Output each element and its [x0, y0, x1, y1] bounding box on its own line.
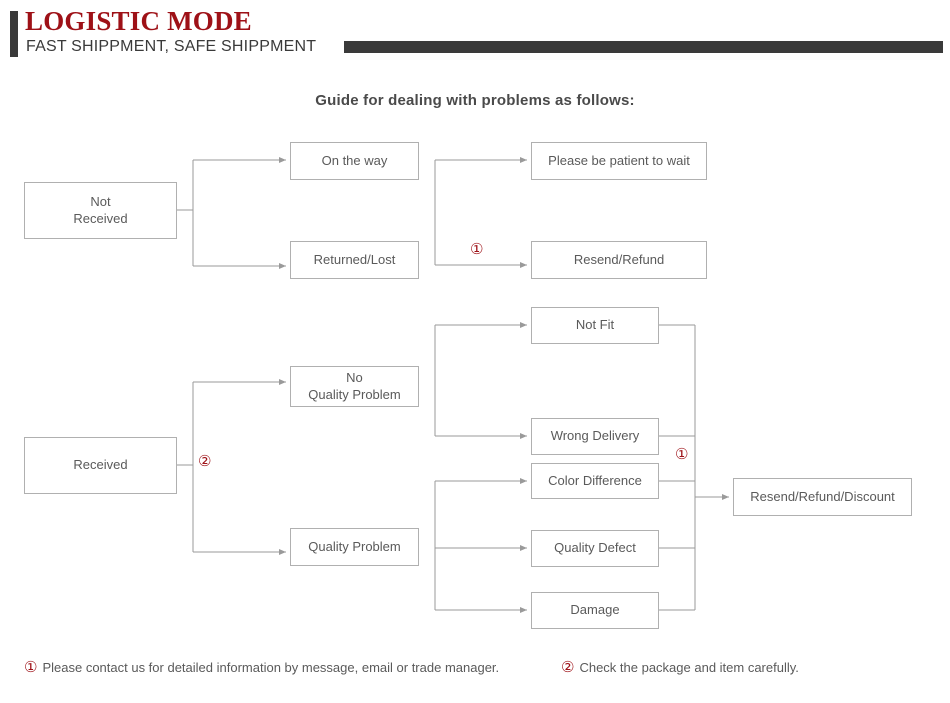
- brand-title: LOGISTIC MODE: [25, 6, 252, 36]
- node-not-received[interactable]: Not Received: [24, 182, 177, 239]
- node-resend-refund-discount[interactable]: Resend/Refund/Discount: [733, 478, 912, 516]
- node-resend-refund[interactable]: Resend/Refund: [531, 241, 707, 279]
- diagram-marker-two-left: ②: [198, 452, 212, 470]
- header-right-accent-bar: [344, 41, 943, 53]
- node-not-fit[interactable]: Not Fit: [531, 307, 659, 344]
- node-returned-lost[interactable]: Returned/Lost: [290, 241, 419, 279]
- footnote-item: ② Check the package and item carefully.: [561, 658, 799, 676]
- node-quality-problem[interactable]: Quality Problem: [290, 528, 419, 566]
- node-on-the-way[interactable]: On the way: [290, 142, 419, 180]
- footnote-marker: ②: [561, 658, 575, 676]
- node-quality-defect[interactable]: Quality Defect: [531, 530, 659, 567]
- node-damage[interactable]: Damage: [531, 592, 659, 629]
- header-banner: LOGISTIC MODE FAST SHIPPMENT, SAFE SHIPP…: [0, 0, 950, 68]
- guide-heading: Guide for dealing with problems as follo…: [315, 92, 635, 109]
- footnote-marker: ①: [24, 658, 38, 676]
- footnote-item: ① Please contact us for detailed informa…: [24, 658, 500, 676]
- node-no-quality-problem[interactable]: No Quality Problem: [290, 366, 419, 407]
- diagram-marker-one-bottom: ①: [675, 445, 689, 463]
- footnotes: ① Please contact us for detailed informa…: [0, 660, 950, 690]
- node-please-be-patient-to-wait[interactable]: Please be patient to wait: [531, 142, 707, 180]
- node-wrong-delivery[interactable]: Wrong Delivery: [531, 418, 659, 455]
- brand-subtitle: FAST SHIPPMENT, SAFE SHIPPMENT: [26, 38, 317, 55]
- diagram-marker-one-top: ①: [470, 240, 484, 258]
- footnote-text: Check the package and item carefully.: [579, 660, 799, 675]
- node-color-difference[interactable]: Color Difference: [531, 463, 659, 499]
- header-left-accent-bar: [10, 11, 18, 57]
- footnote-text: Please contact us for detailed informati…: [42, 660, 500, 675]
- node-received[interactable]: Received: [24, 437, 177, 494]
